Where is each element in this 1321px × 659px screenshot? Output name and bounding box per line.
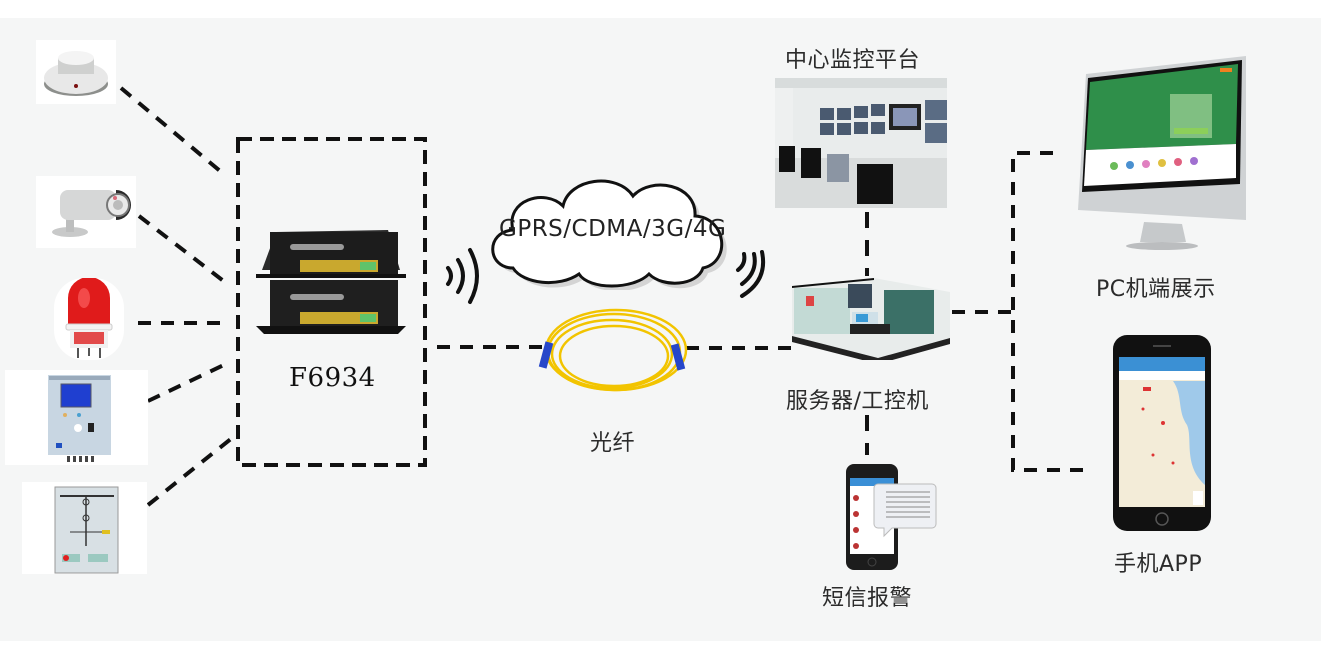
link-camera-to-gateway [137, 214, 232, 288]
cloud-network-icon [491, 179, 727, 290]
mobile-phone-icon [1113, 335, 1211, 531]
gateway-label: F6934 [289, 363, 376, 393]
link-bus [1011, 151, 1092, 472]
gateway-device [256, 222, 406, 338]
sensor-alarm-light [54, 277, 124, 360]
relay-panel-icon [48, 375, 111, 462]
monitor-center-label: 中心监控平台 [785, 48, 921, 73]
dvr-stack-icon [256, 230, 406, 334]
cloud-label: GPRS/CDMA/3G/4G [499, 216, 727, 242]
link-switchgear-to-gateway [146, 436, 234, 507]
sensor-bullet-camera [36, 176, 136, 248]
pc-label: PC机端展示 [1096, 277, 1216, 302]
sensor-smoke-detector [36, 40, 116, 104]
mobile-label: 手机APP [1114, 552, 1203, 577]
sms-phone-icon [846, 464, 937, 570]
gateway-dashed-box [236, 137, 427, 467]
wireless-right-icon [736, 250, 765, 298]
switchgear-panel-icon [54, 486, 119, 574]
sms-label: 短信报警 [822, 586, 913, 611]
wireless-left-icon [446, 248, 479, 304]
alarm-light-icon [65, 277, 113, 358]
camera-icon [52, 190, 131, 237]
sms-alarm-device [846, 462, 938, 572]
sensor-protection-relay-panel [5, 370, 148, 465]
mobile-app-device [1113, 335, 1211, 531]
pc-display [1074, 52, 1250, 250]
link-smoke-to-gateway [119, 86, 228, 178]
pc-monitor-icon [1078, 56, 1246, 250]
smoke-detector-icon [44, 51, 108, 96]
control-room-icon [775, 78, 947, 208]
monitor-center-photo [775, 78, 947, 208]
server-room [788, 276, 950, 364]
link-relay-to-gateway [147, 361, 229, 403]
fiber-label: 光纤 [590, 431, 636, 456]
fiber-optic-cable-icon [538, 308, 688, 392]
sensor-switchgear-display-panel [22, 482, 147, 574]
server-label: 服务器/工控机 [786, 389, 929, 414]
server-room-icon [792, 278, 950, 364]
